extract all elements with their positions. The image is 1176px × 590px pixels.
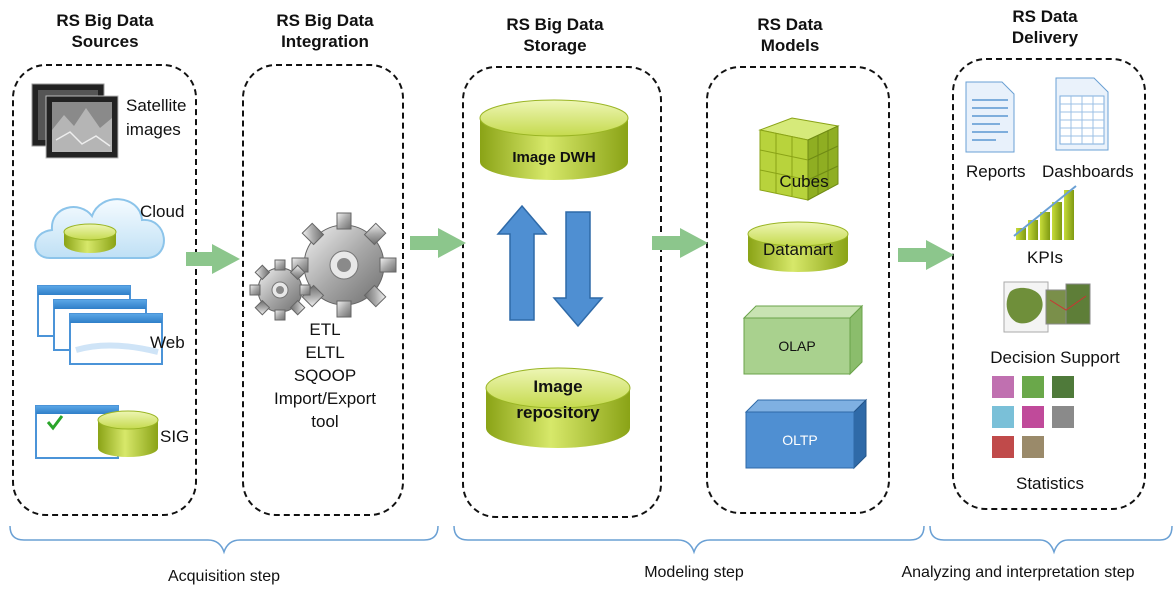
sig-icon bbox=[35, 405, 159, 459]
analyzing-step-label: Analyzing and interpretation step bbox=[901, 564, 1135, 581]
web-icon bbox=[37, 285, 163, 365]
col-title-delivery: RS Data Delivery bbox=[1011, 7, 1079, 47]
flow-arrow-3 bbox=[652, 228, 708, 258]
kpis-label: KPIs bbox=[1027, 248, 1063, 267]
satellite-images-icon bbox=[31, 83, 119, 159]
oltp-box-shape bbox=[744, 398, 868, 470]
modeling-bracket bbox=[453, 525, 925, 555]
olap-label: OLAP bbox=[778, 338, 816, 354]
integration-box bbox=[242, 64, 404, 516]
dashboards-label: Dashboards bbox=[1042, 162, 1134, 181]
image-repository-cylinder bbox=[485, 367, 631, 448]
sources-box bbox=[12, 64, 197, 516]
models-box bbox=[706, 66, 890, 514]
reports-icon bbox=[965, 81, 1015, 153]
acquisition-step-label: Acquisition step bbox=[167, 568, 281, 585]
web-label: Web bbox=[150, 333, 185, 352]
datamart-label: Datamart bbox=[763, 240, 833, 259]
flow-arrow-4 bbox=[898, 240, 954, 270]
upload-arrow-icon bbox=[496, 204, 548, 321]
statistics-label: Statistics bbox=[1015, 474, 1085, 493]
flow-arrow-2 bbox=[410, 228, 466, 258]
acquisition-bracket bbox=[9, 525, 439, 555]
cubes-icon bbox=[758, 117, 840, 201]
delivery-box bbox=[952, 58, 1146, 510]
reports-label: Reports bbox=[966, 162, 1026, 181]
oltp-label: OLTP bbox=[782, 432, 818, 448]
kpis-icon bbox=[1013, 185, 1077, 240]
gears-icon bbox=[249, 212, 397, 321]
cloud-label: Cloud bbox=[140, 202, 185, 221]
cloud-icon bbox=[34, 198, 165, 259]
datamart-cylinder bbox=[747, 221, 849, 272]
cubes-label: Cubes bbox=[779, 172, 829, 191]
decision-support-label: Decision Support bbox=[990, 348, 1120, 367]
download-arrow-icon bbox=[552, 211, 604, 328]
flow-arrow-1 bbox=[186, 244, 240, 274]
storage-box bbox=[462, 66, 662, 518]
satellite-images-label: Satellite images bbox=[126, 96, 187, 139]
image-dwh-cylinder bbox=[479, 99, 629, 180]
dashboards-icon bbox=[1055, 77, 1109, 151]
olap-box-shape bbox=[742, 304, 864, 376]
integration-tools-label: ETL ELTL SQOOP Import/Export tool bbox=[273, 320, 377, 431]
statistics-icon bbox=[992, 376, 1074, 458]
col-title-storage: RS Big Data Storage bbox=[506, 15, 604, 55]
analyzing-bracket bbox=[929, 525, 1173, 555]
col-title-integration: RS Big Data Integration bbox=[276, 11, 374, 51]
decision-support-maps-icon bbox=[1003, 281, 1091, 333]
image-dwh-label: Image DWH bbox=[512, 149, 596, 166]
modeling-step-label: Modeling step bbox=[644, 564, 744, 581]
sig-label: SIG bbox=[160, 427, 190, 446]
col-title-models: RS Data Models bbox=[757, 15, 823, 55]
col-title-sources: RS Big Data Sources bbox=[56, 11, 154, 51]
image-repository-label: Image repository bbox=[516, 377, 600, 422]
